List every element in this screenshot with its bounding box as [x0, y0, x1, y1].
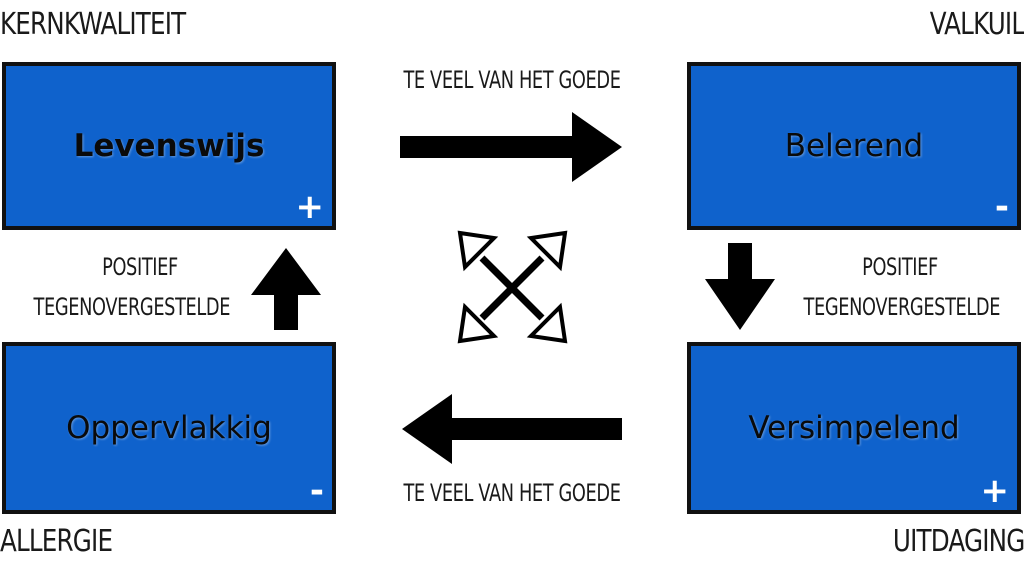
caption-right-line2: TEGENOVERGESTELDE — [803, 293, 1001, 321]
cross-arrows-icon — [457, 230, 568, 344]
box-valkuil: Belerend - — [687, 62, 1021, 230]
label-kernkwaliteit: KERNKWALITEIT — [0, 7, 186, 42]
caption-right-line1: POSITIEF — [862, 253, 938, 281]
label-allergie: ALLERGIE — [0, 524, 113, 559]
minus-sign: - — [309, 471, 324, 511]
caption-top-arrow: TE VEEL VAN HET GOEDE — [403, 66, 621, 94]
caption-left-line1: POSITIEF — [102, 253, 178, 281]
arrow-left-icon — [402, 394, 622, 464]
label-valkuil: VALKUIL — [929, 7, 1024, 42]
arrow-up-icon — [251, 248, 321, 330]
plus-sign: + — [295, 187, 325, 227]
arrow-right-icon — [400, 112, 622, 182]
minus-sign: - — [994, 187, 1009, 227]
box-label: Oppervlakkig — [66, 410, 272, 446]
label-uitdaging: UITDAGING — [892, 524, 1024, 559]
plus-sign: + — [980, 471, 1010, 511]
caption-bottom-arrow: TE VEEL VAN HET GOEDE — [403, 479, 621, 507]
arrow-down-icon — [705, 243, 775, 330]
caption-left-line2: TEGENOVERGESTELDE — [33, 293, 231, 321]
box-label: Levenswijs — [73, 128, 265, 164]
box-kernkwaliteit: Levenswijs + — [2, 62, 336, 230]
box-label: Belerend — [784, 128, 924, 164]
box-allergie: Oppervlakkig - — [2, 342, 336, 514]
box-uitdaging: Versimpelend + — [687, 342, 1021, 514]
box-label: Versimpelend — [748, 410, 960, 446]
